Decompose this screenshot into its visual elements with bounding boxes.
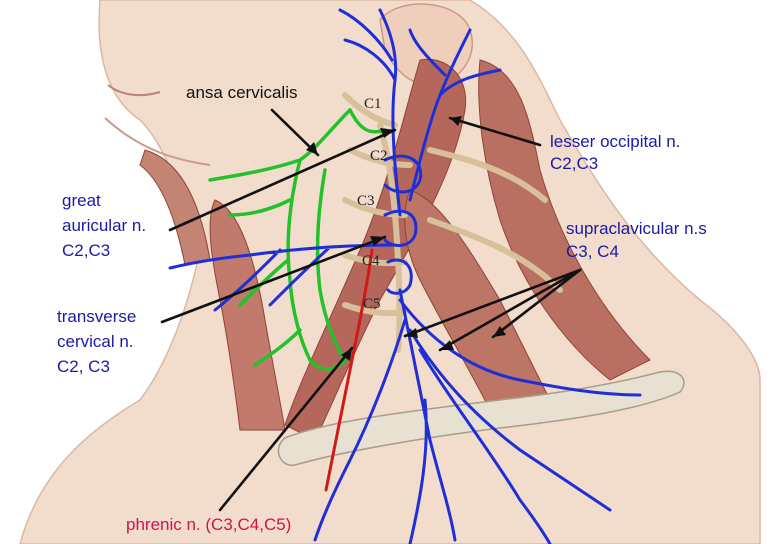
arrowhead-lesser-occipital (450, 116, 462, 126)
level-c1: C1 (364, 96, 382, 112)
label-transverse-cervical-line1: transverse (57, 307, 137, 326)
label-ansa-cervicalis: ansa cervicalis (186, 83, 298, 102)
label-transverse-cervical-line3: C2, C3 (57, 357, 110, 376)
label-supraclavicular-line1: supraclavicular n.s (566, 219, 707, 238)
mouth (107, 84, 161, 97)
label-supraclavicular-line2: C3, C4 (566, 242, 619, 261)
leader-great-auricular (168, 128, 397, 232)
leader-lesser-occipital (448, 116, 542, 147)
arrowhead-transverse-cervical (370, 236, 385, 246)
label-great-auricular-line2: auricular n. (62, 216, 147, 235)
level-c2: C2 (370, 148, 388, 164)
cervical-plexus-roots (342, 92, 563, 353)
level-c5: C5 (363, 296, 381, 312)
cutaneous-nerves (168, 8, 642, 544)
label-lesser-occipital-line2: C2,C3 (550, 154, 599, 173)
phrenic-nerve (324, 248, 374, 492)
great-auricular-nerve (338, 8, 402, 217)
arrowhead-supraclavicular-2 (440, 340, 454, 350)
leader-transverse-cervical (160, 235, 387, 324)
ansa-cervicalis-nerve (208, 108, 387, 371)
leader-supraclavicular-3 (491, 268, 582, 339)
leader-phrenic (218, 346, 354, 512)
arrowheads (306, 116, 506, 361)
plexus-loop-c3 (383, 209, 418, 247)
leader-lines (160, 108, 582, 512)
plexus-loop-c4 (386, 258, 413, 295)
label-phrenic: phrenic n. (C3,C4,C5) (126, 515, 292, 534)
label-lesser-occipital-line1: lesser occipital n. (550, 132, 681, 151)
level-c3: C3 (357, 193, 375, 209)
transverse-cervical-nerve (168, 243, 397, 312)
leader-supraclavicular-2 (438, 268, 582, 352)
level-c4: C4 (362, 253, 380, 269)
arrowhead-ansa (306, 142, 318, 155)
chin (104, 117, 211, 166)
lesser-occipital-nerve (408, 28, 502, 202)
arrowhead-phrenic (341, 348, 352, 361)
label-transverse-cervical-line2: cervical n. (57, 332, 134, 351)
plexus-loop-c2 (383, 154, 423, 194)
arrowhead-great-auricular (380, 128, 395, 138)
label-great-auricular-line1: great (62, 191, 101, 210)
label-great-auricular-line3: C2,C3 (62, 241, 111, 260)
arrowhead-supraclavicular-3 (493, 326, 506, 337)
leader-supraclavicular-1 (403, 268, 582, 338)
arrowhead-supraclavicular-1 (405, 328, 418, 338)
ear (379, 3, 473, 86)
supraclavicular-nerves (313, 288, 642, 544)
